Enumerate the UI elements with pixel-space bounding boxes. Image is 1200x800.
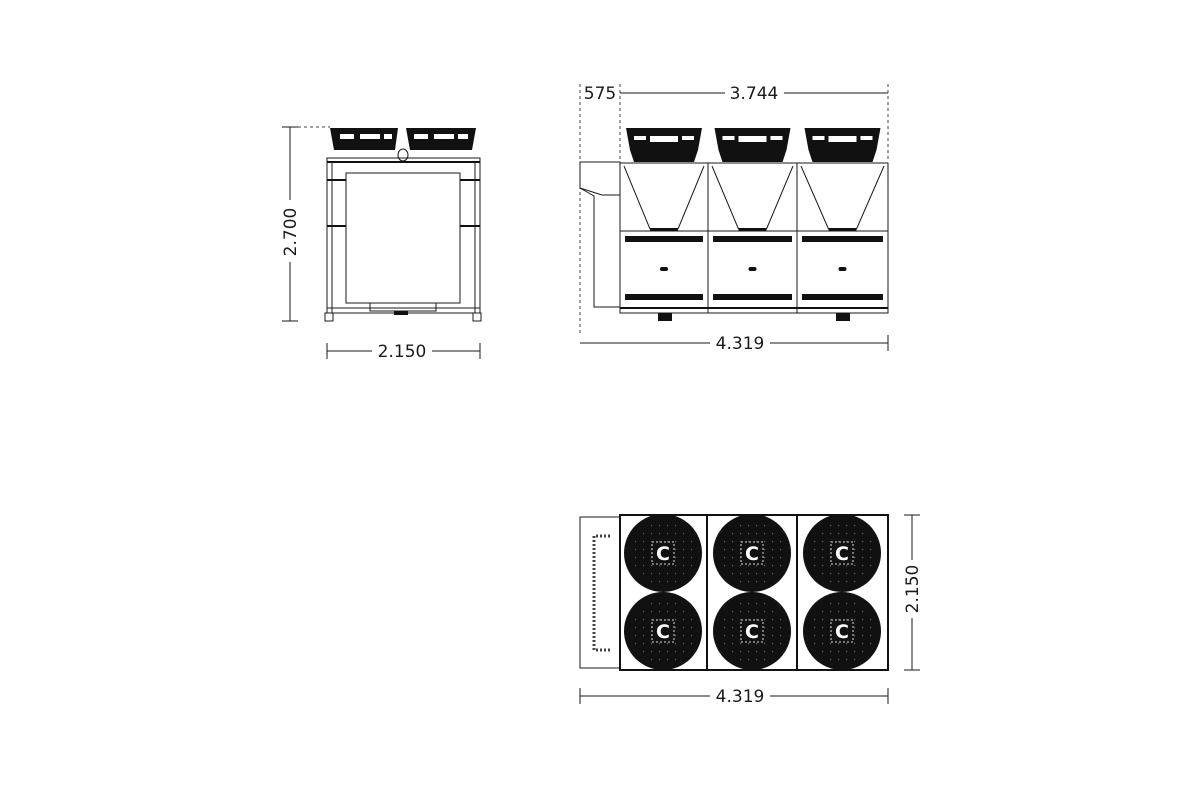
coil-lower <box>713 294 792 300</box>
coil-lower <box>625 294 703 300</box>
plan-fans: C C C C C C <box>624 514 881 670</box>
fan-top: C <box>713 514 791 592</box>
fan-logo: C <box>835 543 849 565</box>
coil-upper <box>802 236 883 242</box>
width-dimension: 2.150 <box>326 342 481 362</box>
fan-housing <box>714 128 791 162</box>
side-fan-module <box>619 128 709 314</box>
fan-top: C <box>803 592 881 670</box>
offset-label: 575 <box>584 84 616 104</box>
height-label: 2.700 <box>281 208 301 257</box>
fan-logo: C <box>656 543 670 565</box>
fan-section-label: 3.744 <box>730 84 779 104</box>
coil-upper <box>713 236 792 242</box>
fan-logo: C <box>835 621 849 643</box>
coil-upper <box>625 236 703 242</box>
height-dimension: 2.700 <box>281 126 330 322</box>
plan-length-dimension: 4.319 <box>579 687 889 707</box>
fan-logo: C <box>745 543 759 565</box>
fan-top: C <box>713 592 791 670</box>
plan-view: C C C C C C 2.150 4.319 <box>579 514 923 707</box>
length-dimension: 4.319 <box>580 334 889 354</box>
side-fan-modules <box>619 128 889 314</box>
side-fan-module <box>796 128 889 314</box>
depth-label: 2.150 <box>903 565 923 614</box>
front-view: 2.700 <box>281 126 482 362</box>
plan-length-label: 4.319 <box>716 687 765 707</box>
fan-top: C <box>803 514 881 592</box>
length-label: 4.319 <box>716 334 765 354</box>
side-fan-module <box>707 128 798 314</box>
depth-dimension: 2.150 <box>903 514 923 671</box>
top-dimensions: 575 3.744 <box>579 84 889 335</box>
width-label: 2.150 <box>378 342 427 362</box>
coil-lower <box>802 294 883 300</box>
unit-front-outline <box>324 128 482 322</box>
fan-top: C <box>624 514 702 592</box>
fan-housing <box>804 128 881 162</box>
fan-logo: C <box>745 621 759 643</box>
fan-housing <box>626 128 702 162</box>
fan-top: C <box>624 592 702 670</box>
fan-logo: C <box>656 621 670 643</box>
side-view: 575 3.744 4.319 <box>579 84 889 354</box>
